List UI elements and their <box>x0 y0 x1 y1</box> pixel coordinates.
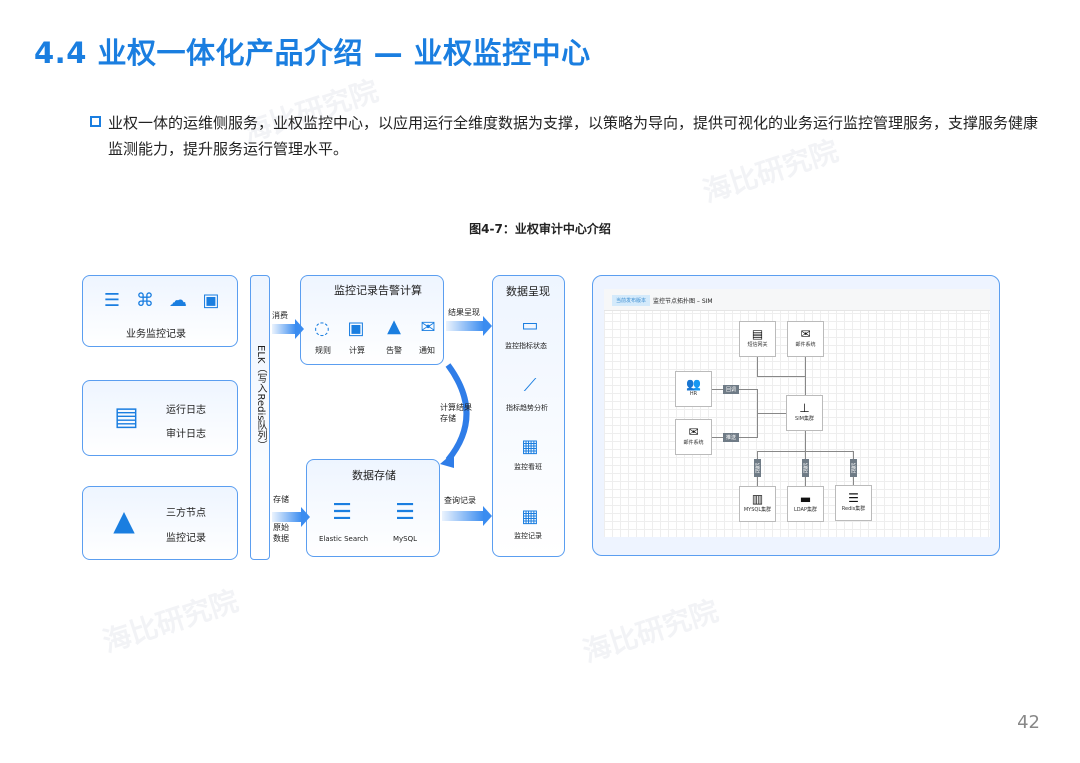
database-icon: ☰ <box>395 500 415 525</box>
topology-header <box>604 289 990 311</box>
node-label: 邮件系统 <box>683 440 704 446</box>
query-arrow <box>442 506 492 526</box>
box-label: 业务监控记录 <box>126 329 186 340</box>
compute-item: 通知 <box>419 346 435 355</box>
display-box <box>492 275 565 557</box>
box-label: 审计日志 <box>166 429 206 440</box>
box-label: 三方节点 <box>166 508 206 519</box>
archive-icon: ▣ <box>202 290 220 311</box>
result-arrow <box>446 316 492 336</box>
figure-caption: 图4-7：业权审计中心介绍 <box>469 222 611 236</box>
watermark: 海比研究院 <box>578 594 723 669</box>
display-item: 指标趋势分析 <box>506 404 548 412</box>
node-label: SIM集群 <box>795 416 814 422</box>
node-mysql[interactable]: ▥MYSQL集群 <box>739 486 776 522</box>
chat-icon: ▤ <box>751 327 764 341</box>
stack-icon: ☰ <box>848 491 859 505</box>
storage-box <box>306 459 440 557</box>
display-item: 监控记录 <box>514 532 542 540</box>
display-item: 监控看班 <box>514 463 542 471</box>
store-arrow <box>272 507 310 527</box>
storage-item: MySQL <box>393 535 418 543</box>
arrow-label: 计算结果存储 <box>440 403 472 423</box>
version-tag[interactable]: 当前发布版本 <box>612 295 651 306</box>
database-icon: ☰ <box>332 500 352 525</box>
monitor-label: 监控 <box>850 459 857 477</box>
cycle-icon: ◌ <box>314 318 330 339</box>
arrow-label: 存储 <box>273 495 289 504</box>
box-label: 监控记录 <box>166 533 206 544</box>
topology-title: 监控节点拓扑图 – SIM <box>653 298 713 305</box>
presentation-icon: ▦ <box>521 436 539 457</box>
watermark: 海比研究院 <box>98 584 243 659</box>
node-redis[interactable]: ☰Redis集群 <box>835 485 872 521</box>
callback-label: 回调 <box>723 385 740 394</box>
cloud-download-icon: ☁ <box>169 290 187 311</box>
arrow-label: 消费 <box>272 311 288 320</box>
arrow-label: 原始数据 <box>273 523 289 543</box>
monitor-label: 监控 <box>802 459 809 477</box>
arrow-label: 查询记录 <box>444 496 476 505</box>
business-record-box <box>82 275 238 347</box>
box-label: 运行日志 <box>166 405 206 416</box>
chip-icon: ▣ <box>347 318 365 339</box>
elk-bar <box>250 275 270 560</box>
storage-item: Elastic Search <box>319 535 369 543</box>
compute-item: 告警 <box>386 346 402 355</box>
curved-arrow <box>440 363 470 468</box>
page-number: 42 <box>1017 712 1040 733</box>
node-label: MYSQL集群 <box>743 507 772 513</box>
server-icon: ⊥ <box>799 401 810 415</box>
node-label: HR <box>689 391 698 397</box>
database-icon: ▥ <box>751 492 764 506</box>
node-hr[interactable]: 👥HR <box>675 371 712 407</box>
log-box <box>82 380 238 456</box>
bullet-icon <box>90 116 101 127</box>
compute-box <box>300 275 444 365</box>
camera-warning-icon: ▲ <box>113 504 135 537</box>
hierarchy-icon: ⌘ <box>136 290 154 311</box>
document-icon: ▤ <box>114 402 139 432</box>
window-icon: ▬ <box>799 492 812 506</box>
monitor-label: 监控 <box>754 459 761 477</box>
consume-arrow <box>272 319 304 339</box>
users-icon: 👥 <box>686 377 701 391</box>
arrow-label: 结果呈现 <box>448 308 480 317</box>
intro-text: 业权一体的运维侧服务，业权监控中心，以应用运行全维度数据为支撑，以策略为导向，提… <box>108 114 1039 158</box>
node-label: LDAP集群 <box>794 507 817 513</box>
table-icon: ▦ <box>521 506 539 527</box>
push-label: 推送 <box>723 433 740 442</box>
database-icon: ☰ <box>103 290 121 311</box>
third-party-box <box>82 486 238 560</box>
mail-icon: ✉ <box>800 327 811 341</box>
node-sms[interactable]: ▤短信网关 <box>739 321 776 357</box>
node-label: Redis集群 <box>841 506 866 512</box>
page-title: 4.4 业权一体化产品介绍 — 业权监控中心 <box>34 36 591 70</box>
display-item: 监控指标状态 <box>505 342 547 350</box>
compute-item: 计算 <box>349 346 365 355</box>
monitor-icon: ▭ <box>521 315 539 336</box>
mail-icon: ✉ <box>688 425 699 439</box>
trend-chart-icon: ⟋ <box>523 375 537 396</box>
mail-icon: ✉ <box>420 317 436 338</box>
node-ldap[interactable]: ▬LDAP集群 <box>787 486 824 522</box>
node-mail-left[interactable]: ✉邮件系统 <box>675 419 712 455</box>
storage-title: 数据存储 <box>352 469 396 482</box>
compute-title: 监控记录告警计算 <box>334 284 422 297</box>
node-mail-top[interactable]: ✉邮件系统 <box>787 321 824 357</box>
display-title: 数据呈现 <box>506 285 550 298</box>
node-label: 邮件系统 <box>795 342 816 348</box>
compute-item: 规则 <box>315 346 331 355</box>
node-sim[interactable]: ⊥SIM集群 <box>786 395 823 431</box>
warning-icon: ▲ <box>387 316 401 337</box>
elk-label: ELK（写入Redis队列） <box>255 345 266 451</box>
node-label: 短信网关 <box>747 342 768 348</box>
